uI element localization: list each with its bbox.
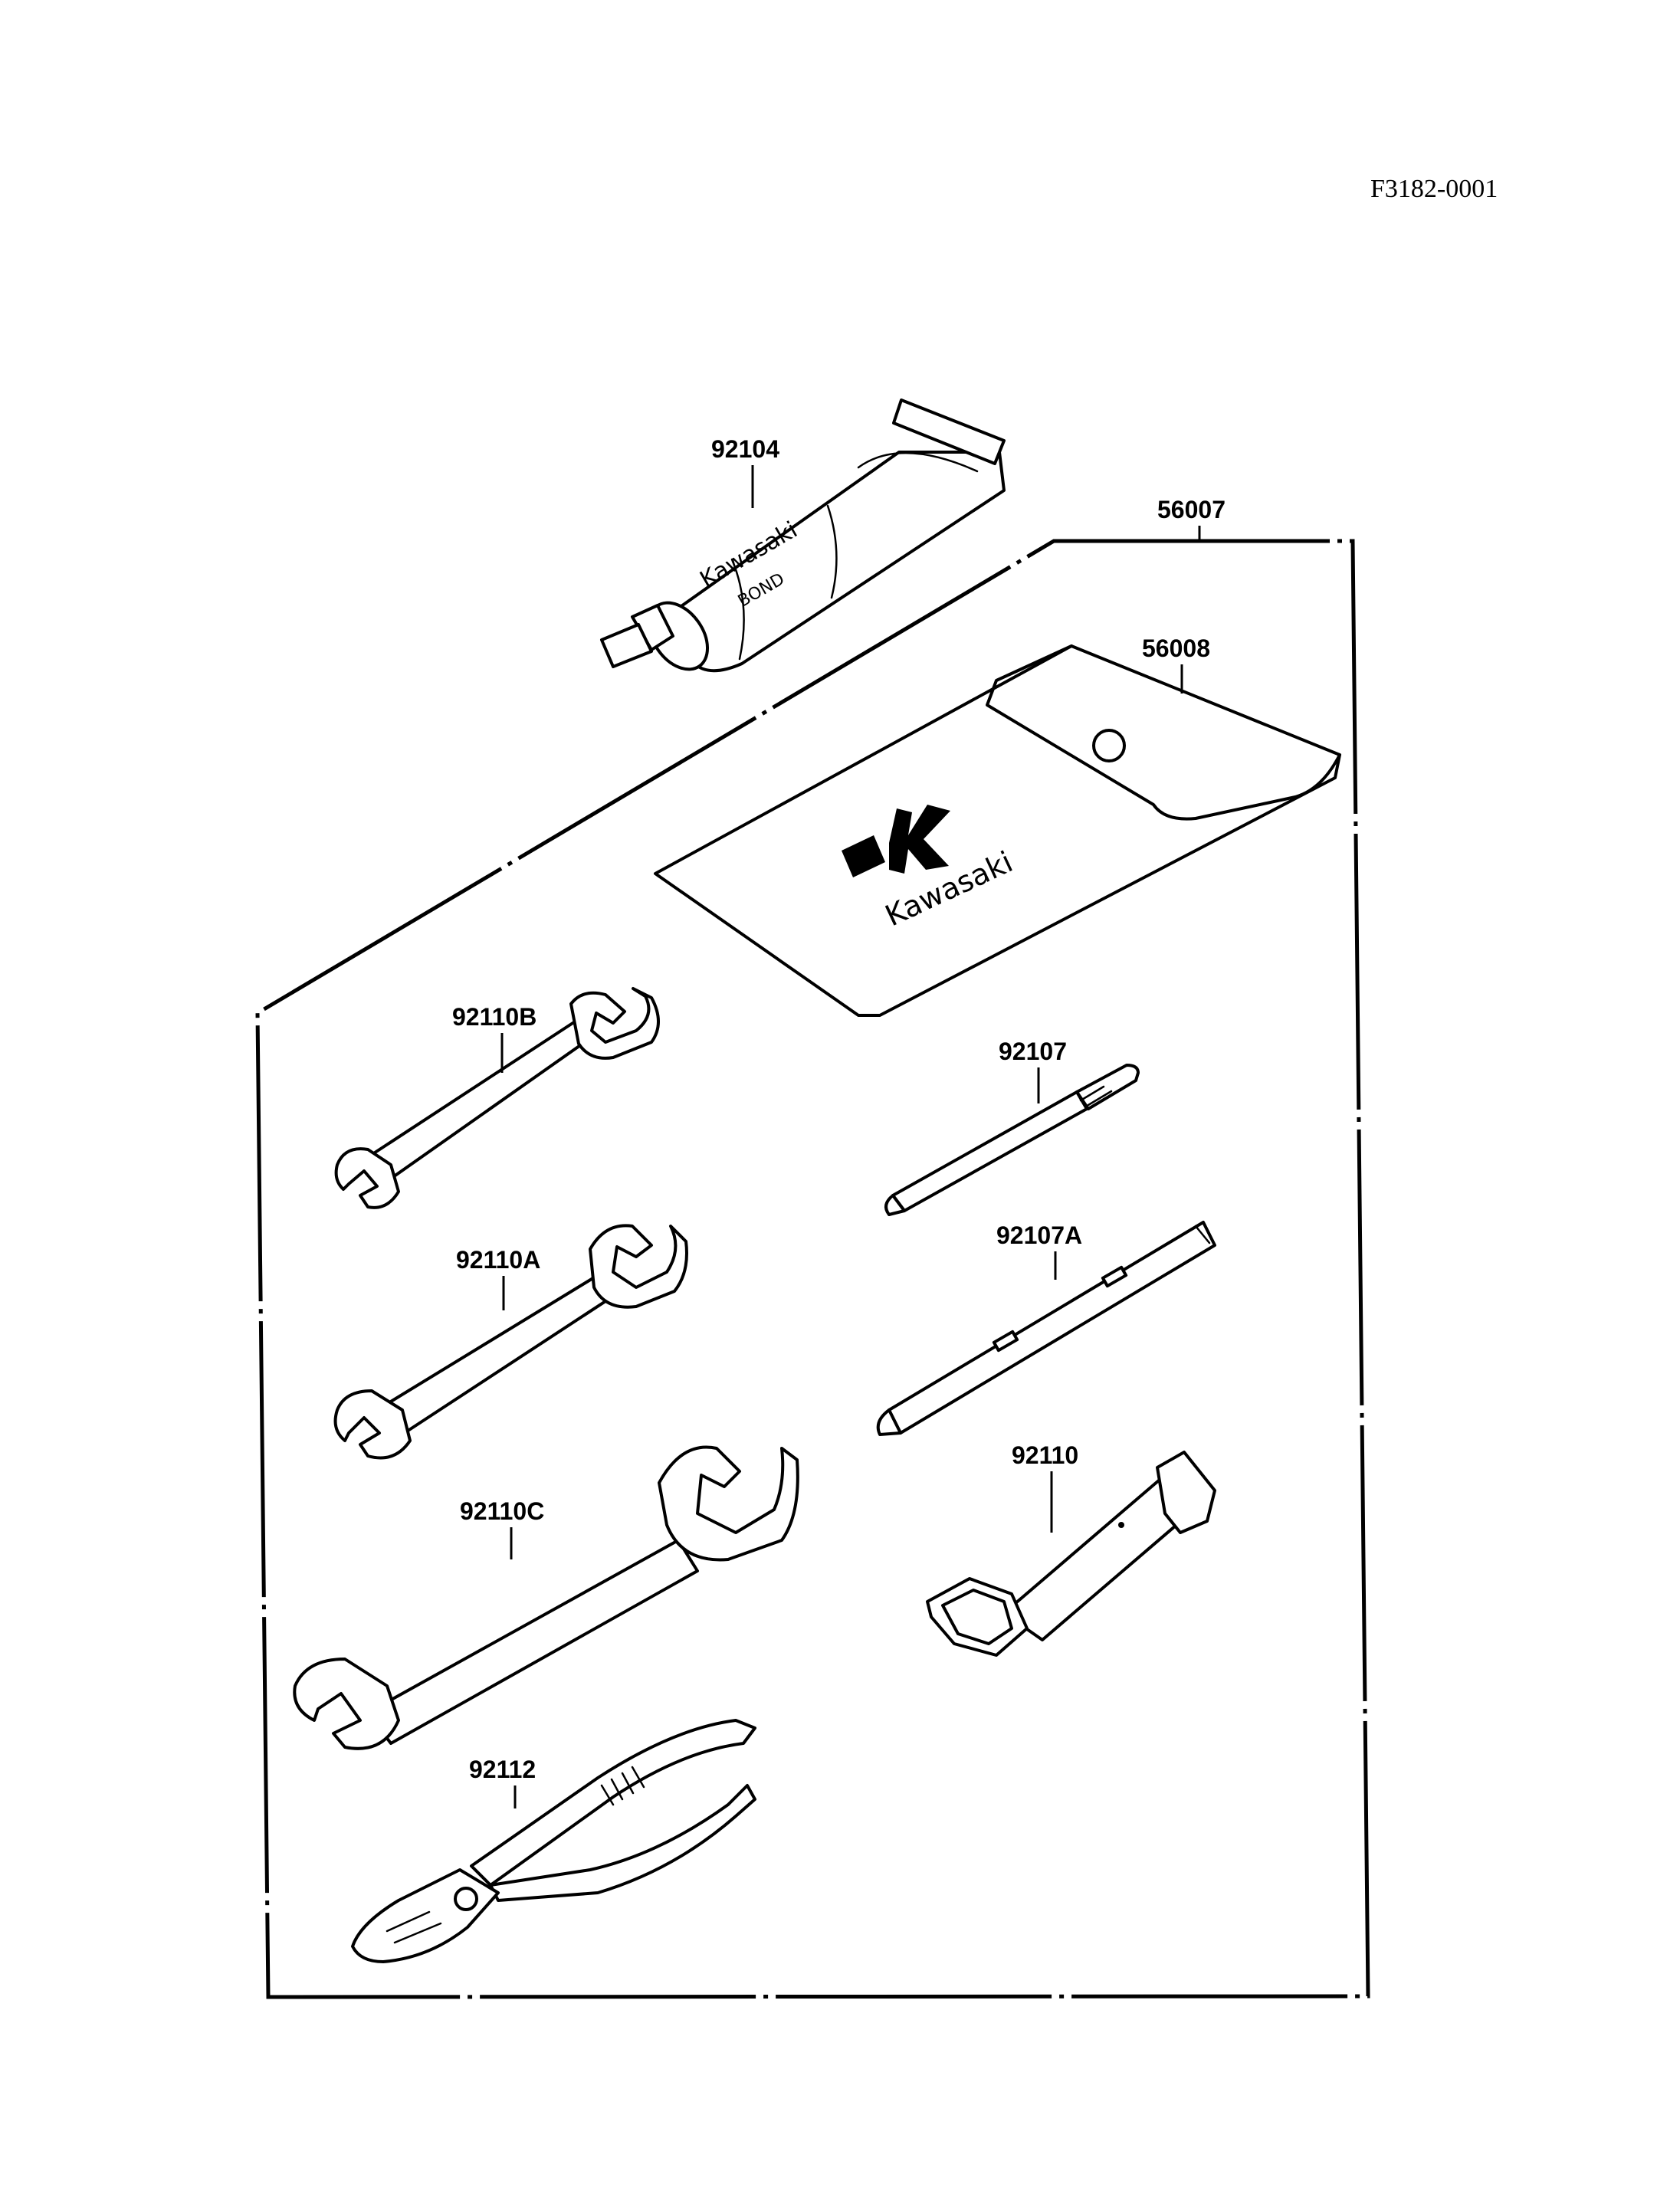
part-label-92107: 92107 bbox=[999, 1038, 1067, 1065]
leader-lines bbox=[500, 465, 1201, 1808]
part-label-92110: 92110 bbox=[1012, 1441, 1078, 1469]
plug-wrench-92110 bbox=[926, 1451, 1216, 1657]
screwdriver-92107 bbox=[884, 1064, 1140, 1216]
part-label-92107a: 92107A bbox=[996, 1221, 1082, 1249]
part-label-92110c: 92110C bbox=[460, 1497, 544, 1525]
tool-pouch: Kawasaki bbox=[654, 644, 1341, 1017]
part-label-56007: 56007 bbox=[1157, 496, 1226, 523]
part-label-92110a: 92110A bbox=[456, 1246, 540, 1274]
wrench-92110b bbox=[334, 987, 660, 1209]
part-labels: 92104 56007 56008 92110B 92110A 92110C 9… bbox=[452, 435, 1226, 1783]
screwdriver-92107a bbox=[876, 1221, 1216, 1436]
wrench-92110c bbox=[293, 1445, 799, 1750]
part-label-92104: 92104 bbox=[711, 435, 779, 463]
tool-kit-frame bbox=[255, 539, 1370, 1999]
wrench-92110a bbox=[333, 1224, 688, 1460]
part-label-92110b: 92110B bbox=[452, 1003, 536, 1031]
part-label-56008: 56008 bbox=[1142, 635, 1210, 662]
document-id: F3182-0001 bbox=[1370, 175, 1498, 203]
bond-tube: Kawasaki BOND bbox=[600, 398, 1006, 673]
pliers-92112 bbox=[351, 1719, 756, 1963]
part-label-92112: 92112 bbox=[469, 1756, 536, 1783]
